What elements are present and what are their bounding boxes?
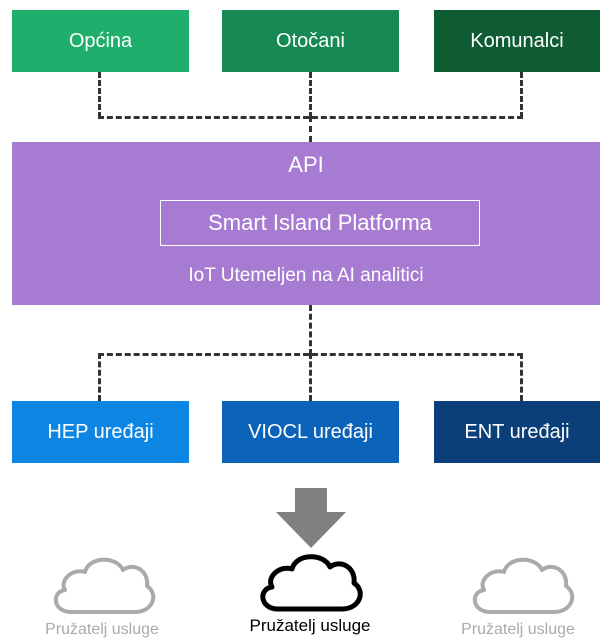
box-ent-label: ENT uređaji [464, 420, 570, 443]
platform-name-box: Smart Island Platforma [160, 200, 480, 246]
provider-label: Pružatelj usluge [45, 621, 159, 638]
box-ent-devices: ENT uređaji [434, 401, 600, 463]
box-komunalci-label: Komunalci [470, 29, 564, 52]
provider-label-active: Pružatelj usluge [249, 616, 371, 635]
box-otocani: Otočani [222, 10, 399, 72]
connector-top-drop [309, 116, 312, 142]
provider-label: Pružatelj usluge [461, 621, 575, 638]
cloud-icon [250, 553, 370, 613]
arrow-down-icon [276, 488, 346, 548]
connector-top-mid [309, 72, 312, 118]
box-hep-devices: HEP uređaji [12, 401, 189, 463]
cloud-icon [43, 556, 163, 616]
connector-bottom-left [98, 353, 101, 401]
cloud-icon [462, 556, 582, 616]
connector-bottom-right [520, 353, 523, 401]
connector-top-left [98, 72, 101, 118]
connector-bottom-rise [309, 305, 312, 355]
platform-name: Smart Island Platforma [208, 210, 432, 235]
connector-top-right [520, 72, 523, 118]
box-viocl-devices: VIOCL uređaji [222, 401, 399, 463]
box-komunalci: Komunalci [434, 10, 600, 72]
platform-block [12, 142, 600, 305]
platform-subtitle: IoT Utemeljen na AI analitici [188, 265, 424, 286]
box-otocani-label: Otočani [276, 29, 345, 52]
box-viocl-label: VIOCL uređaji [248, 420, 373, 443]
box-opcina: Općina [12, 10, 189, 72]
api-label: API [288, 152, 324, 177]
box-hep-label: HEP uređaji [47, 420, 154, 443]
box-opcina-label: Općina [68, 29, 133, 52]
connector-bottom-mid [309, 353, 312, 401]
